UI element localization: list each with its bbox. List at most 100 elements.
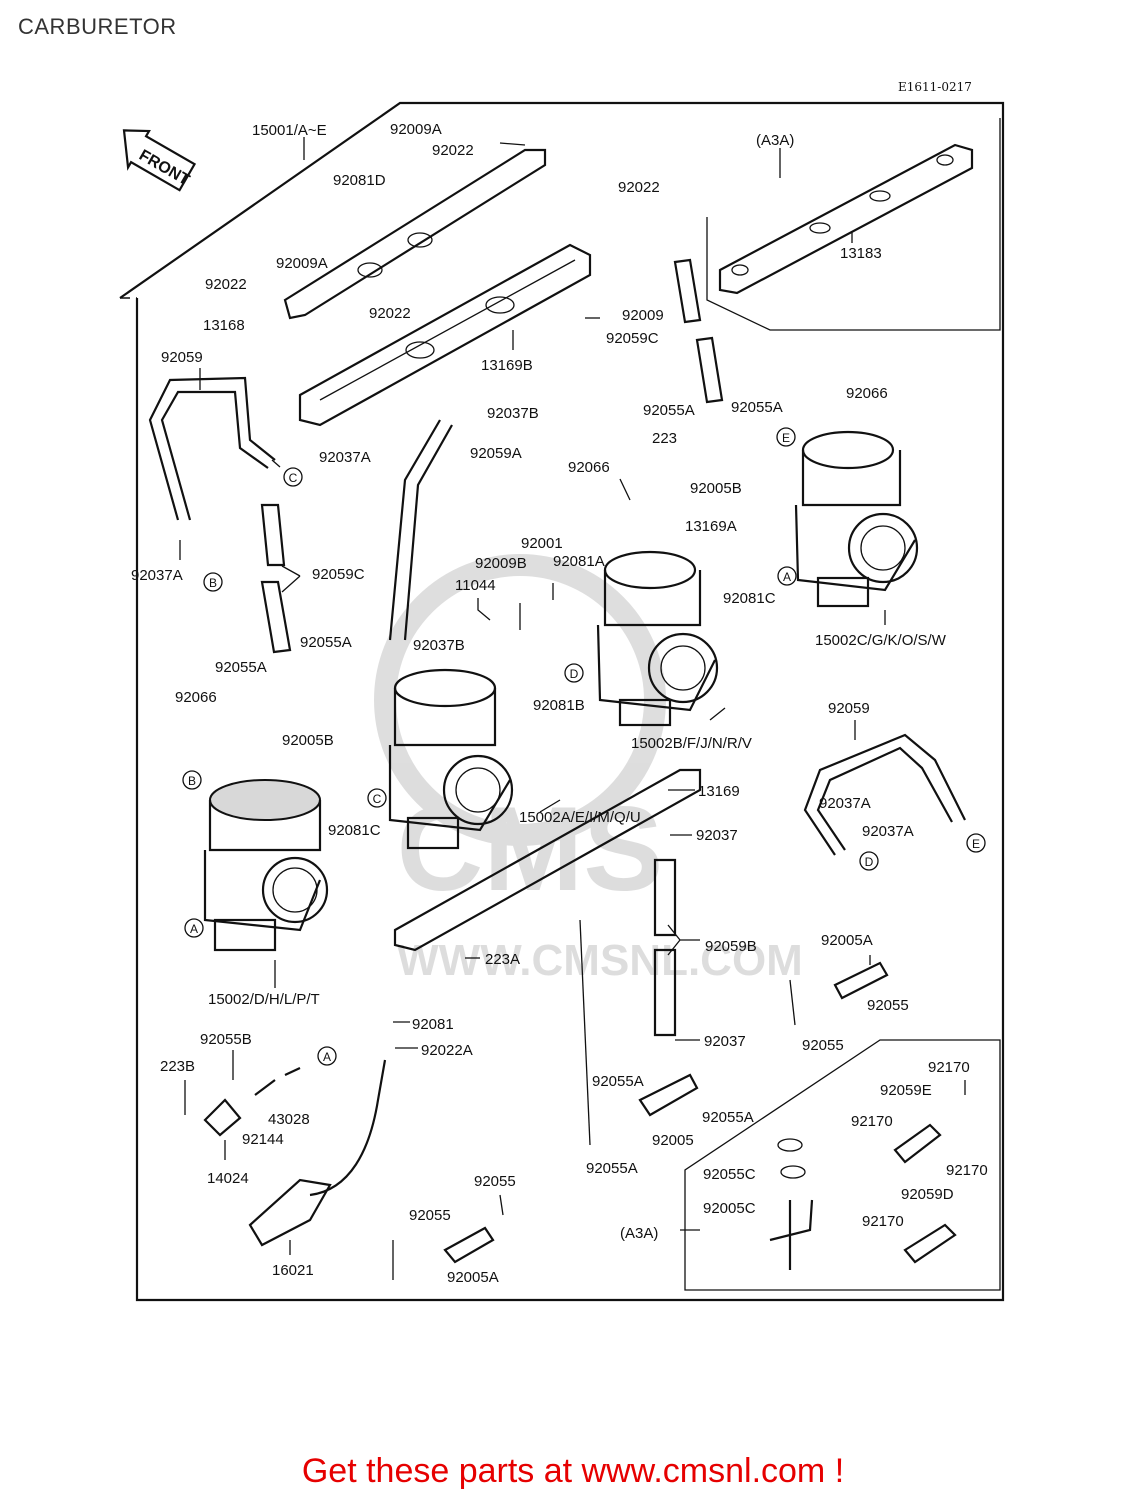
callout-92081b: 92081B [533,697,585,714]
callout-15002d: 15002/D/H/L/P/T [208,991,320,1008]
hose-92059b [653,858,677,1037]
svg-text:C: C [289,471,298,485]
callout-92170-b: 92170 [851,1113,893,1130]
callout-92170-a: 92170 [928,1059,970,1076]
ref-marker-e2: E [966,833,986,853]
page-title: CARBURETOR [18,14,177,39]
footer-link[interactable]: Get these parts at www.cmsnl.com ! [301,1452,845,1490]
ref-marker-c2: C [367,788,387,808]
ref-marker-e1: E [776,427,796,447]
callout-92059e: 92059E [880,1082,932,1099]
callout-92005b-top: 92005B [690,480,742,497]
callout-92037a-bot: 92037A [131,567,183,584]
svg-text:D: D [570,667,579,681]
callout-92055-r2: 92055 [802,1037,844,1054]
ref-marker-a1: A [184,918,204,938]
callout-14024: 14024 [207,1170,249,1187]
callout-223a: 223A [485,951,520,968]
callout-92022-d: 92022 [369,305,411,322]
part-callouts: 15001/A~E 92009A 92022 92081D 92022 (A3A… [131,121,988,1286]
ref-marker-a2: A [777,566,797,586]
callout-92059b: 92059B [705,938,757,955]
callout-92066-top: 92066 [846,385,888,402]
callout-92144: 92144 [242,1131,284,1148]
svg-text:E: E [782,431,790,445]
a3a-fuel-fitting-box [684,1039,1001,1291]
svg-text:E: E [972,837,980,851]
callout-16021: 16021 [272,1262,314,1279]
callout-92005b-mid: 92005B [282,732,334,749]
callout-92055a-g: 92055A [586,1160,638,1177]
carburetor-1 [203,779,329,952]
callout-92037b-top: 92037B [487,405,539,422]
callout-92009a-mid: 92009A [276,255,328,272]
hose-92059c-top [673,258,724,404]
hose-92059a [388,419,453,641]
hose-92059-left [148,376,276,521]
callout-13169b: 13169B [481,357,533,374]
svg-text:C: C [373,792,382,806]
callout-92005a-bot: 92005A [447,1269,499,1286]
callout-13169: 13169 [698,783,740,800]
svg-text:B: B [188,774,196,788]
callout-92170-d: 92170 [862,1213,904,1230]
a3a-bracket [706,118,1001,331]
callout-92055a-e: 92055A [592,1073,644,1090]
callout-92066-left: 92066 [175,689,217,706]
callout-92055a-d: 92055A [215,659,267,676]
callout-92055a-b: 92055A [731,399,783,416]
callout-92037a-left: 92037A [319,449,371,466]
callout-a3a-bot: (A3A) [620,1225,658,1242]
callout-92081c-mid: 92081C [328,822,381,839]
callout-92055-r1: 92055 [867,997,909,1014]
hose-92059c-mid [260,503,292,654]
callout-92059c-mid: 92059C [312,566,365,583]
diagram-code: E1611-0217 [898,80,972,94]
callout-92059-right: 92059 [828,700,870,717]
callout-92170-c: 92170 [946,1162,988,1179]
hose-92059-right [803,733,966,856]
callout-11044: 11044 [455,577,496,594]
callout-13168: 13168 [203,317,245,334]
leader-lines [179,137,966,1280]
choke-link-plate [283,148,592,427]
callout-92005: 92005 [652,1132,694,1149]
callout-92037-b: 92037 [704,1033,746,1050]
carburetor-3 [596,550,719,727]
callout-92055c: 92055C [703,1166,756,1183]
callout-92005c: 92005C [703,1200,756,1217]
ref-marker-d2: D [859,851,879,871]
ref-marker-a3: A [317,1046,337,1066]
callout-92081c-top: 92081C [723,590,776,607]
diagram-frame [119,101,1005,1302]
callout-92059d: 92059D [901,1186,954,1203]
ref-marker-b1: B [203,572,223,592]
svg-text:A: A [783,570,791,584]
callout-92059c-top: 92059C [606,330,659,347]
callout-92055b: 92055B [200,1031,252,1048]
callout-92009: 92009 [622,307,664,324]
callout-223: 223 [652,430,677,447]
carburetor-4 [794,430,919,608]
svg-text:D: D [865,855,874,869]
ref-marker-b2: B [182,770,202,790]
callout-92022-c: 92022 [205,276,247,293]
callout-92037-a: 92037 [696,827,738,844]
watermark-url-text: WWW.CMSNL.COM [397,936,803,985]
ref-marker-c1: C [283,467,303,487]
svg-text:A: A [190,922,198,936]
callout-92066-mid: 92066 [568,459,610,476]
front-arrow-icon: FRONT [122,129,197,192]
callout-92005a-right: 92005A [821,932,873,949]
callout-92081d: 92081D [333,172,386,189]
callout-92009b: 92009B [475,555,527,572]
lower-bracket-13169 [393,768,702,952]
callout-223b: 223B [160,1058,195,1075]
callout-92037a-r2: 92037A [862,823,914,840]
ref-marker-d1: D [564,663,584,683]
front-label: FRONT [136,147,192,189]
callout-92059a: 92059A [470,445,522,462]
callout-43028: 43028 [268,1111,310,1128]
callout-92081a: 92081A [553,553,605,570]
callout-92022a: 92022A [421,1042,473,1059]
